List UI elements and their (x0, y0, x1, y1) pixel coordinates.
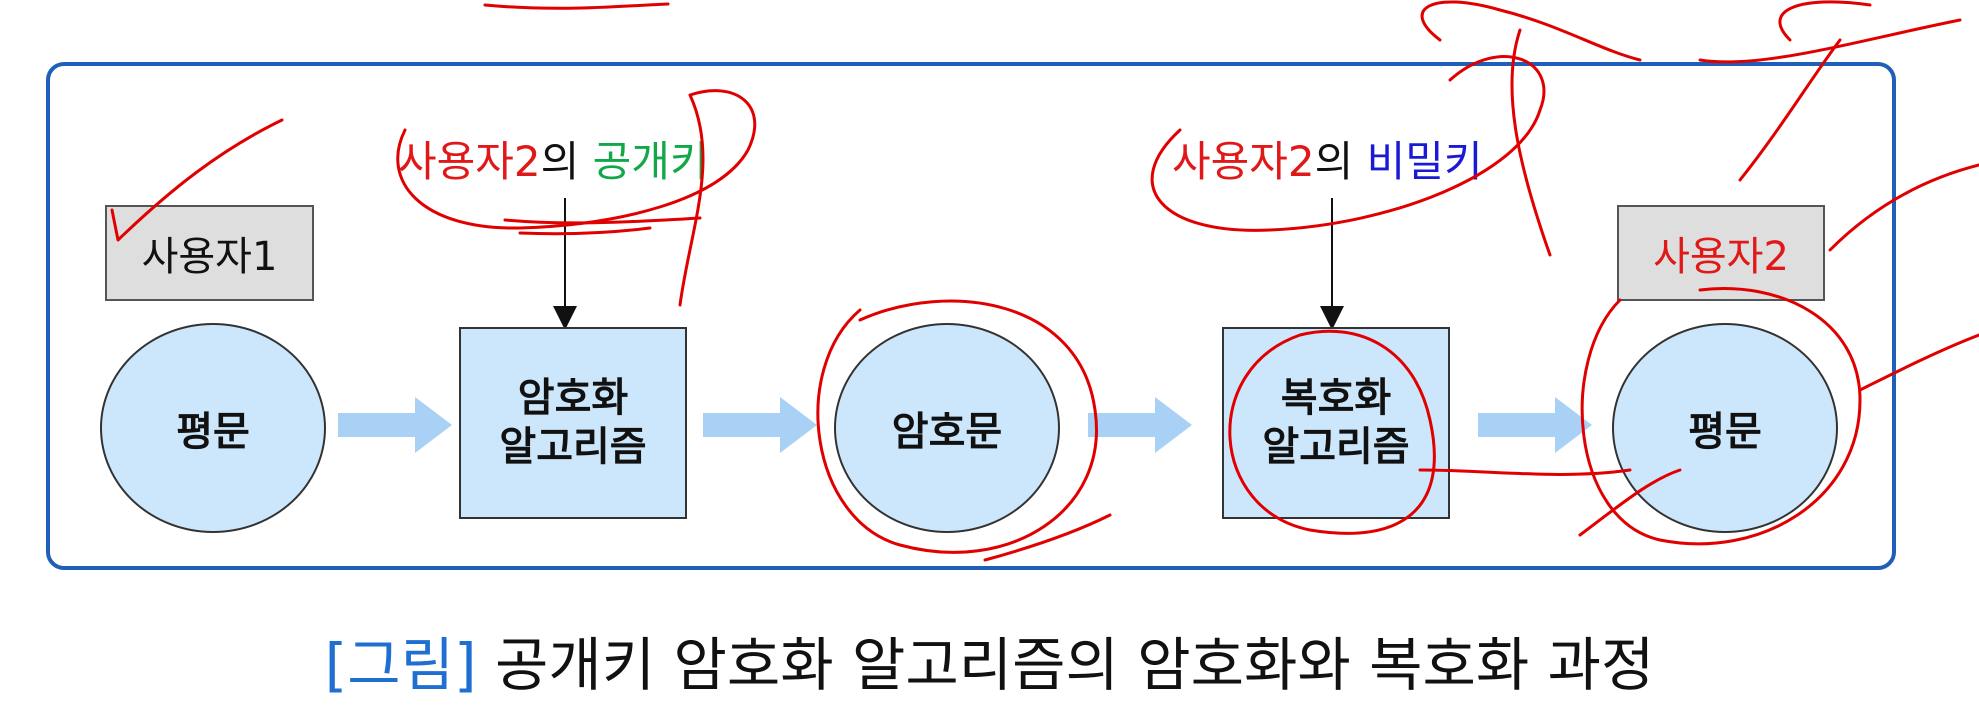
receiver-user-label: 사용자2 (1617, 205, 1825, 301)
plaintext-output-node: 평문 (1612, 323, 1838, 533)
private-key-name: 비밀키 (1366, 137, 1483, 186)
decryption-algorithm-line2: 알고리즘 (1262, 424, 1410, 470)
decryption-algorithm-line1: 복호화 (1280, 375, 1392, 422)
ciphertext-text: 암호문 (891, 409, 1003, 455)
public-key-name: 공개키 (592, 137, 709, 186)
caption-text: 공개키 암호화 알고리즘의 암호화와 복호화 과정 (495, 631, 1655, 699)
plaintext-input-node: 평문 (100, 323, 326, 533)
encryption-algorithm-line1: 암호화 (517, 375, 629, 422)
public-key-label: 사용자2의 공개키 (398, 128, 709, 189)
sender-user-text: 사용자1 (141, 234, 278, 280)
encryption-algorithm-line2: 알고리즘 (499, 424, 647, 470)
plaintext-input-text: 평문 (176, 409, 250, 455)
annotation-top-right-scribble-d (1778, 0, 1872, 42)
public-key-owner: 사용자2 (398, 137, 541, 186)
sender-user-label: 사용자1 (105, 205, 314, 301)
private-key-owner: 사용자2 (1172, 137, 1315, 186)
annotation-top-right-scribble-c (1698, 18, 1962, 64)
decryption-algorithm-node: 복호화 알고리즘 (1222, 327, 1450, 519)
plaintext-output-text: 평문 (1688, 409, 1762, 455)
caption-bracket: [그림] (324, 631, 477, 699)
ciphertext-node: 암호문 (834, 323, 1060, 533)
encryption-algorithm-node: 암호화 알고리즘 (459, 327, 687, 519)
public-key-possessive: 의 (540, 137, 580, 186)
private-key-possessive: 의 (1314, 137, 1354, 186)
private-key-label: 사용자2의 비밀키 (1172, 128, 1483, 189)
annotation-top-right-scribble-a (1420, 0, 1642, 62)
annotation-top-scribble-left (483, 2, 670, 10)
receiver-user-text: 사용자2 (1653, 234, 1789, 280)
figure-caption: [그림] 공개키 암호화 알고리즘의 암호화와 복호화 과정 (0, 618, 1979, 702)
